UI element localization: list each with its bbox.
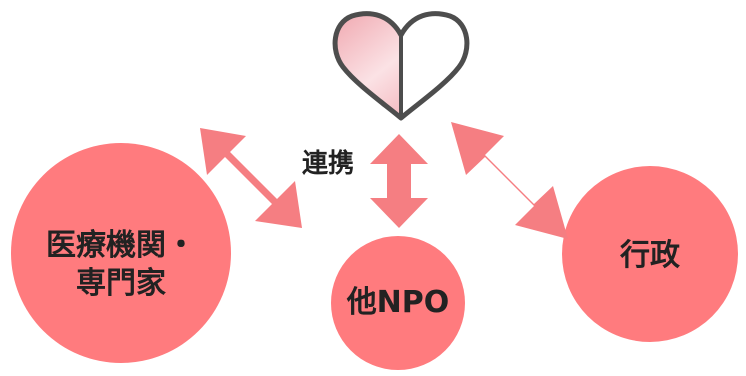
- node-circle-government: [562, 166, 738, 342]
- heart-icon: [332, 11, 470, 121]
- arrow-heart-npo: [370, 134, 428, 228]
- node-label-medical-line-2: 専門家: [76, 265, 166, 301]
- link-label: 連携: [301, 149, 354, 179]
- node-label-npo-line-1: 他NPO: [346, 285, 450, 320]
- node-label-medical: 医療機関・ 専門家: [21, 227, 221, 302]
- node-label-government: 行政: [590, 237, 710, 275]
- node-label-npo: 他NPO: [323, 284, 473, 322]
- node-label-medical-line-1: 医療機関・: [46, 228, 196, 263]
- node-circle-medical: [11, 143, 231, 363]
- node-circle-npo: [331, 236, 465, 370]
- arrow-heart-government: [451, 122, 568, 239]
- node-label-government-line-1: 行政: [620, 238, 680, 273]
- arrow-heart-medical: [200, 128, 302, 228]
